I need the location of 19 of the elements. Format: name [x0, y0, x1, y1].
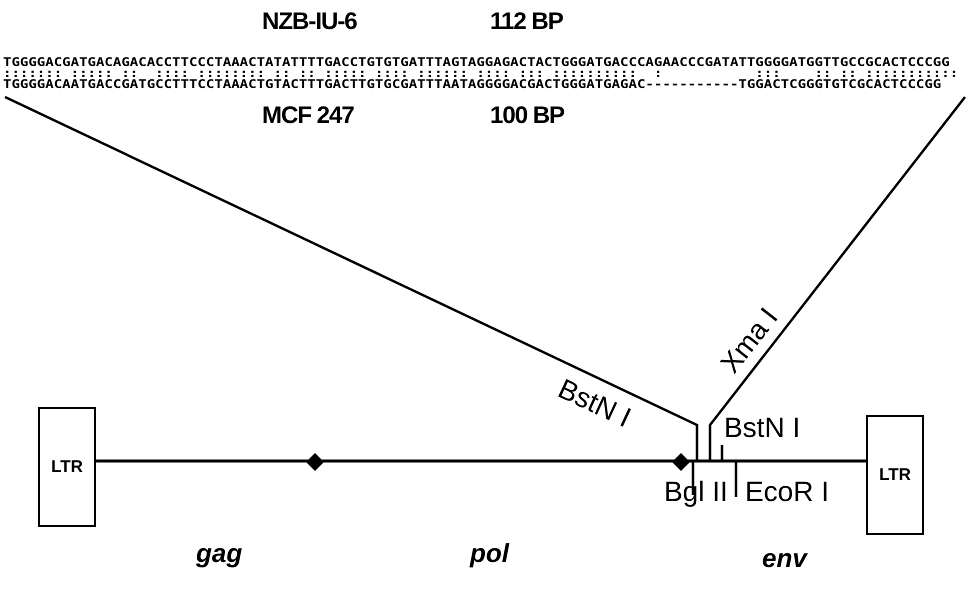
dna-sequence: TGGGGACAATGACCGATGCCTTTCCTAAACTGTACTTTGACTTGTGCGATTTAATAGGGGACGACTGGGATGAGAC-----------TGGACTCGGGTGTCGCACTCCCGG — [3, 78, 942, 90]
box-label: LTR — [51, 457, 83, 477]
sequence-name: MCF 247 — [262, 104, 354, 128]
alignment-marks: ::::::: ::::: :: :::: :::::::: :: :: ::::: :::: :::::: :::: ::: :::::::::: : ::: :: :: ::::::::::: — [3, 67, 958, 79]
dna-sequence: TGGGGACGATGACAGACACCTTCCCTAAACTATATTTTGACCTGTGTGATTTAGTAGGAGACTACTGGGATGACCCAGAACCCGATATTGGGGATGGTTGCCGCACTCCCGG — [3, 56, 950, 68]
sequence-name: NZB-IU-6 — [262, 10, 357, 34]
ltr-box — [866, 415, 924, 535]
gene-label: gag — [196, 540, 242, 566]
sequence-length: 112 BP — [490, 10, 563, 34]
site-label: EcoR I — [745, 478, 830, 506]
gene-label: env — [762, 545, 807, 571]
site-label: BstN I — [554, 374, 635, 432]
box-label: LTR — [879, 465, 911, 485]
site-label: BstN I — [724, 414, 800, 442]
genome-line — [96, 460, 866, 462]
sequence-length: 100 BP — [490, 104, 564, 128]
ltr-box — [38, 407, 96, 527]
gene-label: pol — [470, 540, 509, 566]
site-label: Bgl II — [664, 478, 728, 506]
